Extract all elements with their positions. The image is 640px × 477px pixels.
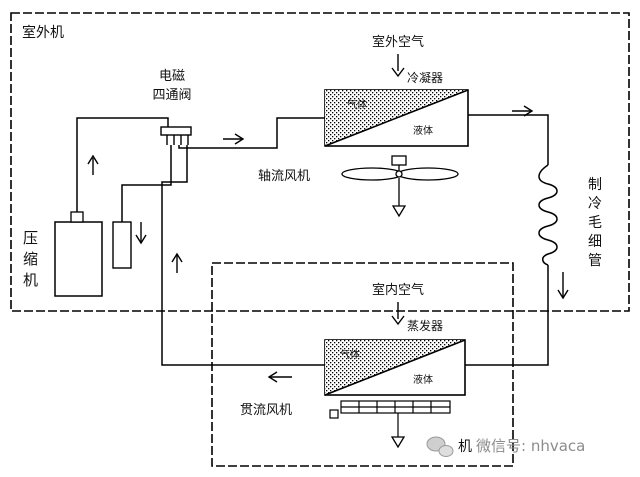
arrow-down-outdoor-air [391, 54, 405, 78]
compressor-top-port [70, 211, 84, 223]
wechat-watermark: 机 微信号: nhvaca [426, 436, 585, 457]
evaporator-liquid-label: 液体 [413, 373, 433, 386]
four-way-valve [160, 126, 192, 145]
four-way-valve-label-line2: 四通阀 [152, 88, 191, 103]
four-way-valve-label-line1: 电磁 [159, 69, 185, 84]
capillary-char-2: 冷 [588, 196, 602, 212]
indoor-fan-ground-icon [390, 436, 406, 449]
capillary-char-4: 细 [588, 234, 602, 250]
capillary-char-5: 管 [588, 253, 602, 269]
wechat-icon [426, 436, 454, 457]
evaporator-coil [324, 339, 466, 396]
accumulator [112, 221, 132, 269]
arrow-left-evaporator-outlet [267, 371, 292, 383]
compressor-body [54, 221, 103, 297]
arrow-down-accumulator [135, 222, 147, 245]
arrow-right-to-condenser [223, 133, 245, 145]
arrow-up-compressor-discharge [87, 154, 99, 175]
outdoor-fan-ground-icon [391, 205, 407, 218]
axial-fan-label: 轴流风机 [258, 169, 310, 184]
outdoor-air-label: 室外空气 [372, 34, 424, 50]
arrow-down-capillary-outlet [557, 272, 569, 300]
compressor-char-3: 机 [23, 271, 38, 289]
flow-arrows [87, 54, 569, 383]
crossflow-fan-label: 贯流风机 [240, 403, 292, 418]
arrow-right-condenser-outlet [512, 105, 534, 117]
capillary-char-1: 制 [588, 177, 602, 193]
evaporator-gas-label: 气体 [340, 348, 360, 361]
crossflow-fan [329, 400, 451, 437]
condenser-coil [324, 89, 469, 147]
watermark-partial-text: 机 [458, 439, 472, 455]
arrow-up-return-line [171, 252, 183, 273]
compressor-char-2: 缩 [23, 250, 38, 268]
condenser-liquid-label: 液体 [413, 124, 433, 137]
capillary-tube-coil [538, 164, 558, 266]
outdoor-unit-title: 室外机 [22, 24, 64, 41]
outdoor-unit-boundary [10, 12, 630, 312]
condenser-label: 冷凝器 [407, 70, 443, 85]
watermark-text: 微信号: nhvaca [476, 437, 585, 455]
axial-fan [341, 155, 459, 206]
indoor-air-label: 室内空气 [372, 282, 424, 298]
condenser-gas-label: 气体 [347, 98, 367, 111]
arrow-down-indoor-air [391, 302, 405, 326]
evaporator-label: 蒸发器 [407, 318, 443, 333]
capillary-char-3: 毛 [588, 215, 602, 231]
refrigerant-piping [76, 114, 549, 366]
compressor-char-1: 压 [23, 229, 38, 247]
